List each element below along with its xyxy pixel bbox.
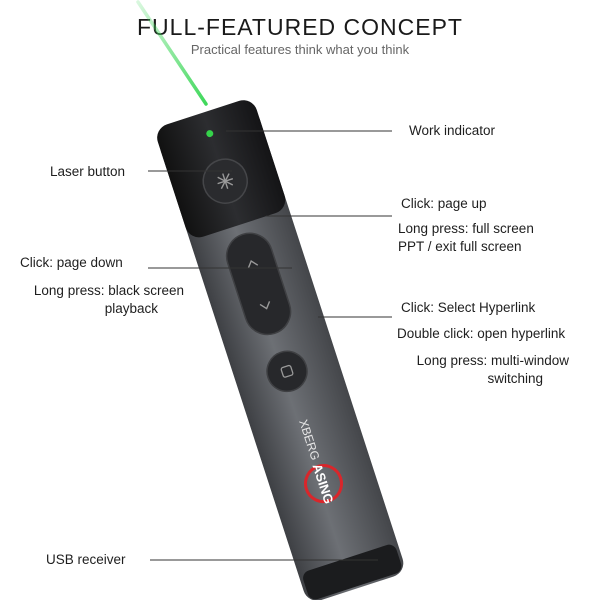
usb-receiver-cap: [303, 544, 402, 600]
work-indicator-light: [206, 130, 214, 138]
label-hyperlink-click: Click: Select Hyperlink: [401, 300, 536, 315]
laser-beam: [136, 0, 208, 106]
page-down-icon: [259, 301, 271, 310]
label-work-indicator: Work indicator: [409, 123, 496, 138]
label-hyperlink-long: Long press: multi-window switching: [416, 353, 569, 386]
label-page-down-long: Long press: black screen playback: [33, 283, 184, 316]
hyperlink-button: [266, 350, 308, 393]
page-rocker-button: [225, 232, 292, 336]
label-page-down: Click: page down: [20, 255, 123, 270]
hyperlink-icon: [280, 364, 294, 378]
page-up-icon: [247, 259, 259, 269]
label-hyperlink-double: Double click: open hyperlink: [397, 326, 566, 341]
label-page-up-long: Long press: full screen PPT / exit full …: [398, 221, 534, 254]
laser-button-icon: [217, 173, 234, 190]
page-title: FULL-FEATURED CONCEPT: [137, 14, 463, 40]
page-subtitle: Practical features think what you think: [190, 42, 410, 57]
label-laser-button: Laser button: [50, 164, 126, 179]
label-usb-receiver: USB receiver: [46, 552, 126, 567]
label-page-up: Click: page up: [401, 196, 487, 211]
